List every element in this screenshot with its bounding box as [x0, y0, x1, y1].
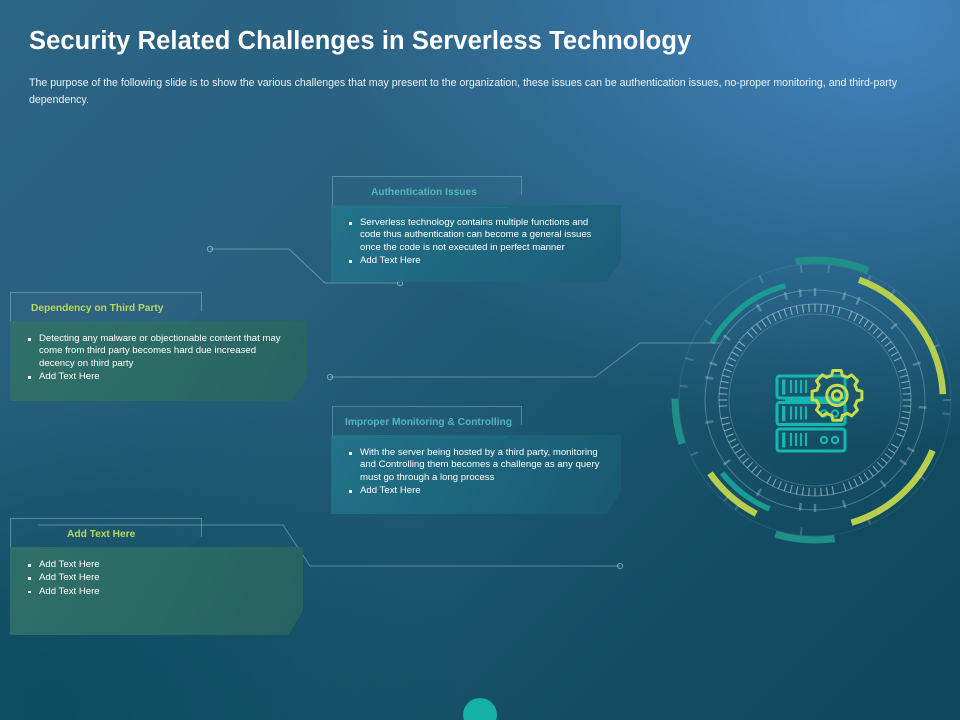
list-item: Detecting any malware or objectionable c… [26, 333, 293, 370]
card-heading-label: Authentication Issues [371, 186, 477, 198]
card-dependency-on-third-party[interactable]: Dependency on Third Party Detecting any … [10, 292, 307, 401]
card-header-improper-monitoring-and-controlling: Improper Monitoring & Controlling [332, 406, 522, 438]
bullet-list: With the server being hosted by a third … [347, 447, 607, 498]
list-item: Serverless technology contains multiple … [347, 217, 607, 254]
bullet-list: Serverless technology contains multiple … [347, 217, 607, 268]
card-header-dependency-on-third-party: Dependency on Third Party [10, 292, 202, 324]
list-item: Add Text Here [26, 586, 289, 598]
server-gear-hud-circle-graphic [671, 256, 959, 544]
page-subtitle: The purpose of the following slide is to… [29, 77, 898, 106]
card-body-improper-monitoring-and-controlling: With the server being hosted by a third … [331, 435, 621, 514]
list-item: Add Text Here [26, 572, 289, 584]
card-header-add-text-here: Add Text Here [10, 518, 202, 550]
card-header-authentication-issues: Authentication Issues [332, 176, 522, 208]
bullet-list: Detecting any malware or objectionable c… [26, 333, 293, 384]
bullet-list: Add Text Here Add Text Here Add Text Her… [26, 559, 289, 598]
bottom-accent-circle [463, 698, 497, 720]
list-item: With the server being hosted by a third … [347, 447, 607, 484]
card-heading-label: Improper Monitoring & Controlling [345, 416, 512, 428]
card-body-authentication-issues: Serverless technology contains multiple … [331, 205, 621, 282]
card-improper-monitoring-and-controlling[interactable]: Improper Monitoring & Controlling With t… [331, 406, 621, 514]
card-heading-label: Dependency on Third Party [31, 302, 164, 314]
list-item: Add Text Here [347, 485, 607, 497]
card-body-add-text-here: Add Text Here Add Text Here Add Text Her… [10, 547, 303, 635]
card-add-text-here[interactable]: Add Text Here Add Text Here Add Text Her… [10, 518, 303, 635]
card-authentication-issues[interactable]: Authentication Issues Serverless technol… [331, 176, 621, 282]
list-item: Add Text Here [26, 371, 293, 383]
page-title: Security Related Challenges in Serverles… [29, 27, 692, 55]
card-heading-label: Add Text Here [67, 528, 136, 540]
card-body-dependency-on-third-party: Detecting any malware or objectionable c… [10, 321, 307, 401]
list-item: Add Text Here [347, 255, 607, 267]
list-item: Add Text Here [26, 559, 289, 571]
